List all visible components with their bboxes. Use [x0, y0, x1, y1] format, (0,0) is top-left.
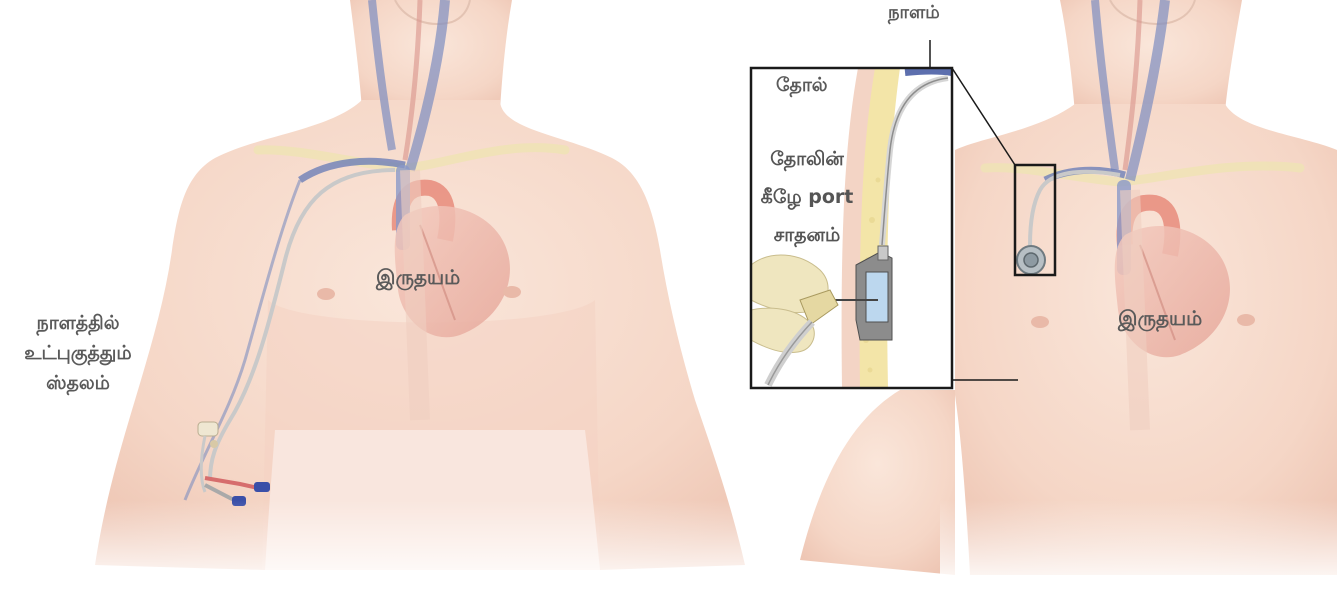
port-device-line-1: தோலின் — [752, 140, 862, 178]
port-device-label: தோலின் கீழே port சாதனம் — [752, 140, 862, 254]
port-device-line-2: கீழே port — [752, 178, 862, 216]
heart-label-left: இருதயம் — [376, 262, 460, 292]
heart-label-right: இருதயம் — [1118, 303, 1202, 333]
insertion-site-line-2: உட்புகுத்தும் — [8, 338, 148, 368]
insertion-site-label: நாளத்தில் உட்புகுத்தும் ஸ்தலம் — [8, 308, 148, 398]
port-device-small — [1017, 246, 1045, 274]
insertion-site-line-3: ஸ்தலம் — [8, 368, 148, 398]
insertion-site-line-1: நாளத்தில் — [8, 308, 148, 338]
skin-label: தோல் — [776, 70, 828, 100]
left-torso — [80, 0, 760, 591]
port-device-line-3: சாதனம் — [752, 216, 862, 254]
vein-label: நாளம் — [888, 0, 940, 26]
